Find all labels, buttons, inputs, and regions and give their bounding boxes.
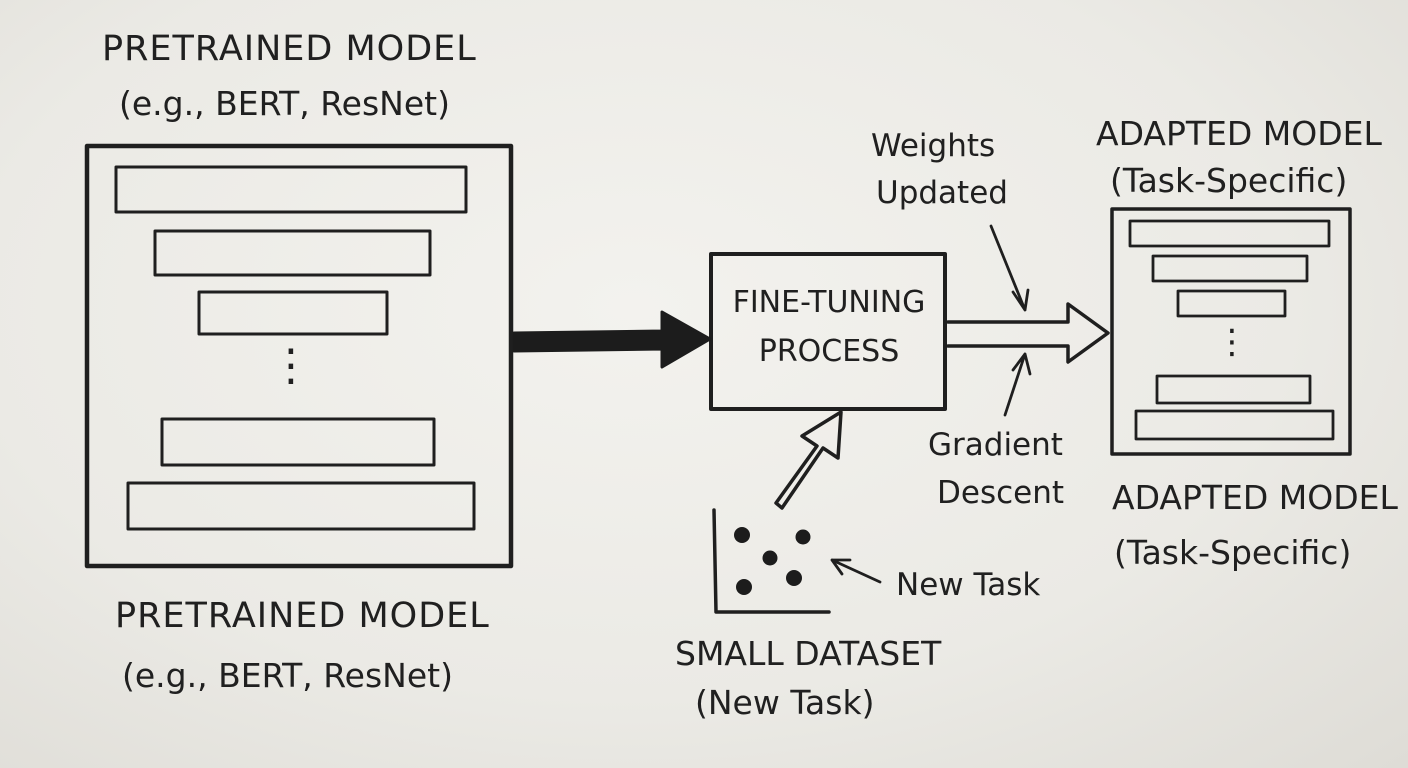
adapted-title-bottom: ADAPTED MODEL [1112, 478, 1398, 517]
adapted-layer-3 [1176, 289, 1287, 318]
gradient-label: Gradient [928, 427, 1063, 463]
descent-label: Descent [937, 475, 1065, 511]
pretrained-layer-5 [126, 481, 476, 531]
input-arrow [512, 310, 712, 369]
dataset-arrow [774, 410, 843, 510]
data-point [762, 550, 778, 566]
adapted-model-box [1110, 207, 1352, 456]
gradient-pointer-arrow [1003, 352, 1032, 417]
dataset-title: SMALL DATASET [675, 634, 942, 673]
updated-label: Updated [876, 175, 1008, 211]
adapted-layer-1 [1128, 219, 1331, 248]
output-arrow [946, 302, 1110, 364]
pretrained-layer-2 [153, 229, 432, 277]
data-point [734, 527, 750, 543]
pretrained-layer-1 [114, 165, 468, 214]
pretrained-ellipsis: ⋮ [269, 340, 313, 391]
adapted-subtitle-bottom: (Task-Specific) [1114, 533, 1352, 572]
pretrained-layer-4 [160, 417, 436, 467]
pretrained-title-bottom: PRETRAINED MODEL [115, 596, 490, 636]
data-point [736, 579, 752, 595]
new-task-pointer-arrow [830, 558, 882, 584]
fine-tuning-label: FINE-TUNING [732, 285, 926, 320]
adapted-layer-2 [1151, 254, 1309, 283]
data-point [795, 529, 811, 545]
pretrained-model-box [84, 143, 514, 569]
adapted-ellipsis: ⋮ [1215, 322, 1249, 362]
adapted-subtitle-top: (Task-Specific) [1110, 161, 1348, 200]
weights-pointer-arrow [989, 224, 1030, 312]
adapted-layer-4 [1155, 374, 1312, 405]
dataset-subtitle: (New Task) [695, 683, 875, 722]
new-task-label: New Task [896, 567, 1041, 603]
pretrained-layer-3 [197, 290, 389, 336]
adapted-title-top: ADAPTED MODEL [1096, 114, 1382, 153]
dataset-points [734, 527, 811, 595]
data-point [786, 570, 802, 586]
dataset-axes [712, 508, 831, 614]
pretrained-title-top: PRETRAINED MODEL [102, 29, 477, 69]
process-label: PROCESS [758, 334, 900, 369]
pretrained-subtitle-top: (e.g., BERT, ResNet) [119, 84, 450, 123]
pretrained-subtitle-bottom: (e.g., BERT, ResNet) [122, 656, 453, 695]
adapted-layer-5 [1134, 409, 1335, 441]
weights-label: Weights [871, 128, 996, 164]
fine-tuning-box [709, 252, 947, 411]
